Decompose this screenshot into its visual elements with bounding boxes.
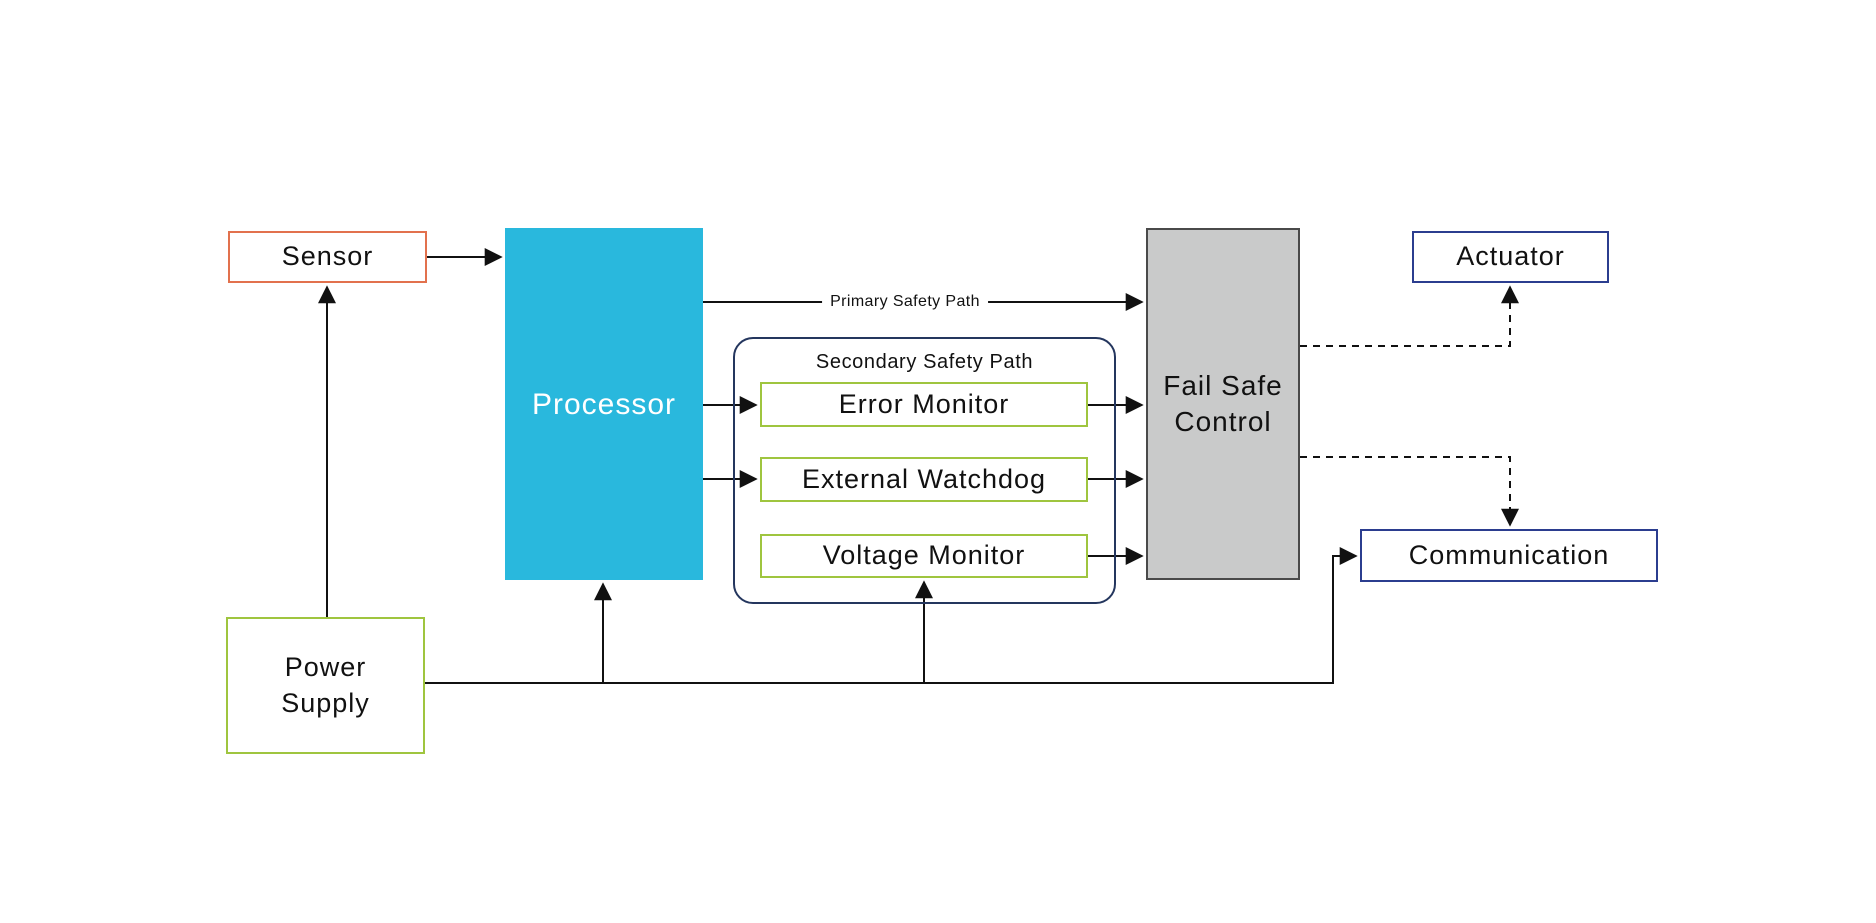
node-voltage-monitor: Voltage Monitor <box>760 534 1088 578</box>
node-sensor: Sensor <box>228 231 427 283</box>
node-fail-safe-control-label-line1: Fail Safe <box>1163 369 1283 401</box>
node-communication: Communication <box>1360 529 1658 582</box>
node-external-watchdog-label: External Watchdog <box>801 463 1047 494</box>
node-power-supply-label-line1: Power <box>284 652 367 683</box>
edge-power-bus-to-communication <box>425 547 1358 684</box>
node-error-monitor: Error Monitor <box>760 382 1088 427</box>
node-actuator: Actuator <box>1412 231 1609 283</box>
node-fail-safe-control: Fail Safe Control <box>1146 228 1300 580</box>
node-external-watchdog: External Watchdog <box>760 457 1088 502</box>
edge-failsafe-to-communication <box>1300 456 1519 527</box>
node-error-monitor-label: Error Monitor <box>838 388 1010 419</box>
node-processor-label: Processor <box>531 387 677 421</box>
node-fail-safe-control-label-line2: Control <box>1174 406 1272 437</box>
node-voltage-monitor-label: Voltage Monitor <box>822 540 1026 571</box>
node-processor: Processor <box>505 228 703 580</box>
edge-failsafe-to-actuator <box>1300 285 1519 347</box>
group-secondary-safety-path: Secondary Safety Path <box>733 337 1116 604</box>
node-power-supply-label-line2: Supply <box>281 687 370 718</box>
group-secondary-safety-path-label: Secondary Safety Path <box>815 351 1034 373</box>
node-actuator-label: Actuator <box>1456 241 1565 272</box>
node-sensor-label: Sensor <box>281 241 374 272</box>
edge-label-primary-safety-path: Primary Safety Path <box>822 293 988 311</box>
node-communication-label: Communication <box>1408 539 1610 570</box>
node-power-supply: Power Supply <box>226 617 425 754</box>
